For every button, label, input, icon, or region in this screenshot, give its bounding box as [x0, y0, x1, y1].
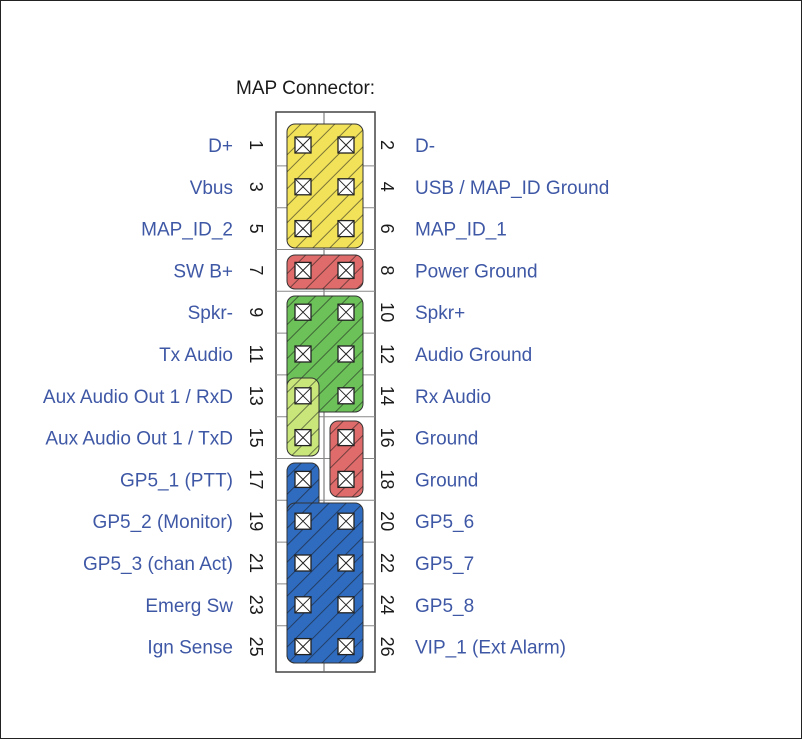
pin-label-15: Aux Audio Out 1 / TxD: [45, 429, 233, 450]
pin-label-12: Audio Ground: [415, 345, 532, 366]
pin-x-mark: [337, 638, 355, 655]
pin-label-10: Spkr+: [415, 303, 465, 324]
pin-number-21: 21: [246, 553, 266, 573]
pin-number-9: 9: [246, 307, 266, 317]
pin-number-23: 23: [246, 595, 266, 615]
pin-label-22: GP5_7: [415, 554, 474, 575]
pin-label-16: Ground: [415, 429, 478, 450]
pin-x-mark: [294, 471, 312, 488]
pin-x-mark: [337, 596, 355, 614]
pin-x-mark: [337, 262, 355, 279]
pin-label-20: GP5_6: [415, 512, 474, 533]
pin-label-7: SW B+: [173, 261, 233, 282]
pin-label-24: GP5_8: [415, 596, 474, 617]
pin-label-14: Rx Audio: [415, 387, 491, 408]
pin-number-10: 10: [377, 302, 397, 322]
pin-number-19: 19: [246, 511, 266, 531]
pin-x-mark: [337, 471, 355, 488]
pin-label-5: MAP_ID_2: [141, 220, 233, 241]
pin-label-23: Emerg Sw: [145, 596, 233, 617]
pin-label-17: GP5_1 (PTT): [120, 470, 233, 491]
pin-number-14: 14: [377, 386, 397, 406]
pin-x-mark: [337, 554, 355, 572]
pin-number-6: 6: [377, 224, 397, 234]
pin-x-mark: [337, 429, 355, 446]
pin-number-2: 2: [377, 140, 397, 150]
pin-x-mark: [294, 429, 312, 446]
pin-number-3: 3: [246, 182, 266, 192]
pin-x-mark: [294, 262, 312, 279]
pin-x-mark: [337, 136, 355, 154]
pin-number-8: 8: [377, 265, 397, 275]
diagram-title: MAP Connector:: [236, 78, 376, 99]
group-gpio-r-hatch: [287, 503, 363, 663]
pin-x-mark: [337, 178, 355, 196]
pin-number-15: 15: [246, 428, 266, 448]
pin-x-mark: [294, 554, 312, 572]
pin-x-mark: [337, 387, 355, 405]
pin-label-1: D+: [208, 136, 233, 157]
pin-number-22: 22: [377, 553, 397, 573]
pin-x-mark: [337, 345, 355, 363]
pin-number-4: 4: [377, 182, 397, 192]
pin-label-9: Spkr-: [188, 303, 233, 324]
pin-label-19: GP5_2 (Monitor): [93, 512, 233, 533]
pin-number-24: 24: [377, 595, 397, 615]
pin-number-17: 17: [246, 469, 266, 489]
pin-x-mark: [337, 303, 355, 321]
pin-number-7: 7: [246, 265, 266, 275]
pin-label-6: MAP_ID_1: [415, 220, 507, 241]
pin-label-8: Power Ground: [415, 261, 538, 282]
pin-number-1: 1: [246, 140, 266, 150]
pin-label-3: Vbus: [190, 178, 233, 199]
pin-x-mark: [294, 345, 312, 363]
pin-number-25: 25: [246, 637, 266, 657]
pin-label-11: Tx Audio: [159, 345, 233, 366]
pin-x-mark: [294, 178, 312, 196]
pin-x-mark: [294, 638, 312, 655]
pin-number-13: 13: [246, 386, 266, 406]
pin-number-16: 16: [377, 428, 397, 448]
group-usb-hatch: [287, 124, 363, 248]
pin-label-2: D-: [415, 136, 435, 157]
pin-x-mark: [294, 512, 312, 530]
pin-label-18: Ground: [415, 470, 478, 491]
pin-number-18: 18: [377, 469, 397, 489]
pin-x-mark: [337, 220, 355, 237]
pin-x-mark: [294, 220, 312, 237]
pin-x-mark: [294, 136, 312, 154]
pin-number-12: 12: [377, 344, 397, 364]
pin-x-mark: [294, 387, 312, 405]
pin-label-4: USB / MAP_ID Ground: [415, 178, 609, 199]
pin-number-20: 20: [377, 511, 397, 531]
pin-label-26: VIP_1 (Ext Alarm): [415, 638, 566, 659]
pin-number-11: 11: [246, 345, 266, 364]
pin-x-mark: [294, 303, 312, 321]
pin-x-mark: [337, 512, 355, 530]
pin-label-21: GP5_3 (chan Act): [83, 554, 233, 575]
pin-number-26: 26: [377, 637, 397, 657]
pin-number-5: 5: [246, 224, 266, 234]
pin-label-13: Aux Audio Out 1 / RxD: [43, 387, 233, 408]
pin-x-mark: [294, 596, 312, 614]
pin-label-25: Ign Sense: [147, 638, 233, 659]
